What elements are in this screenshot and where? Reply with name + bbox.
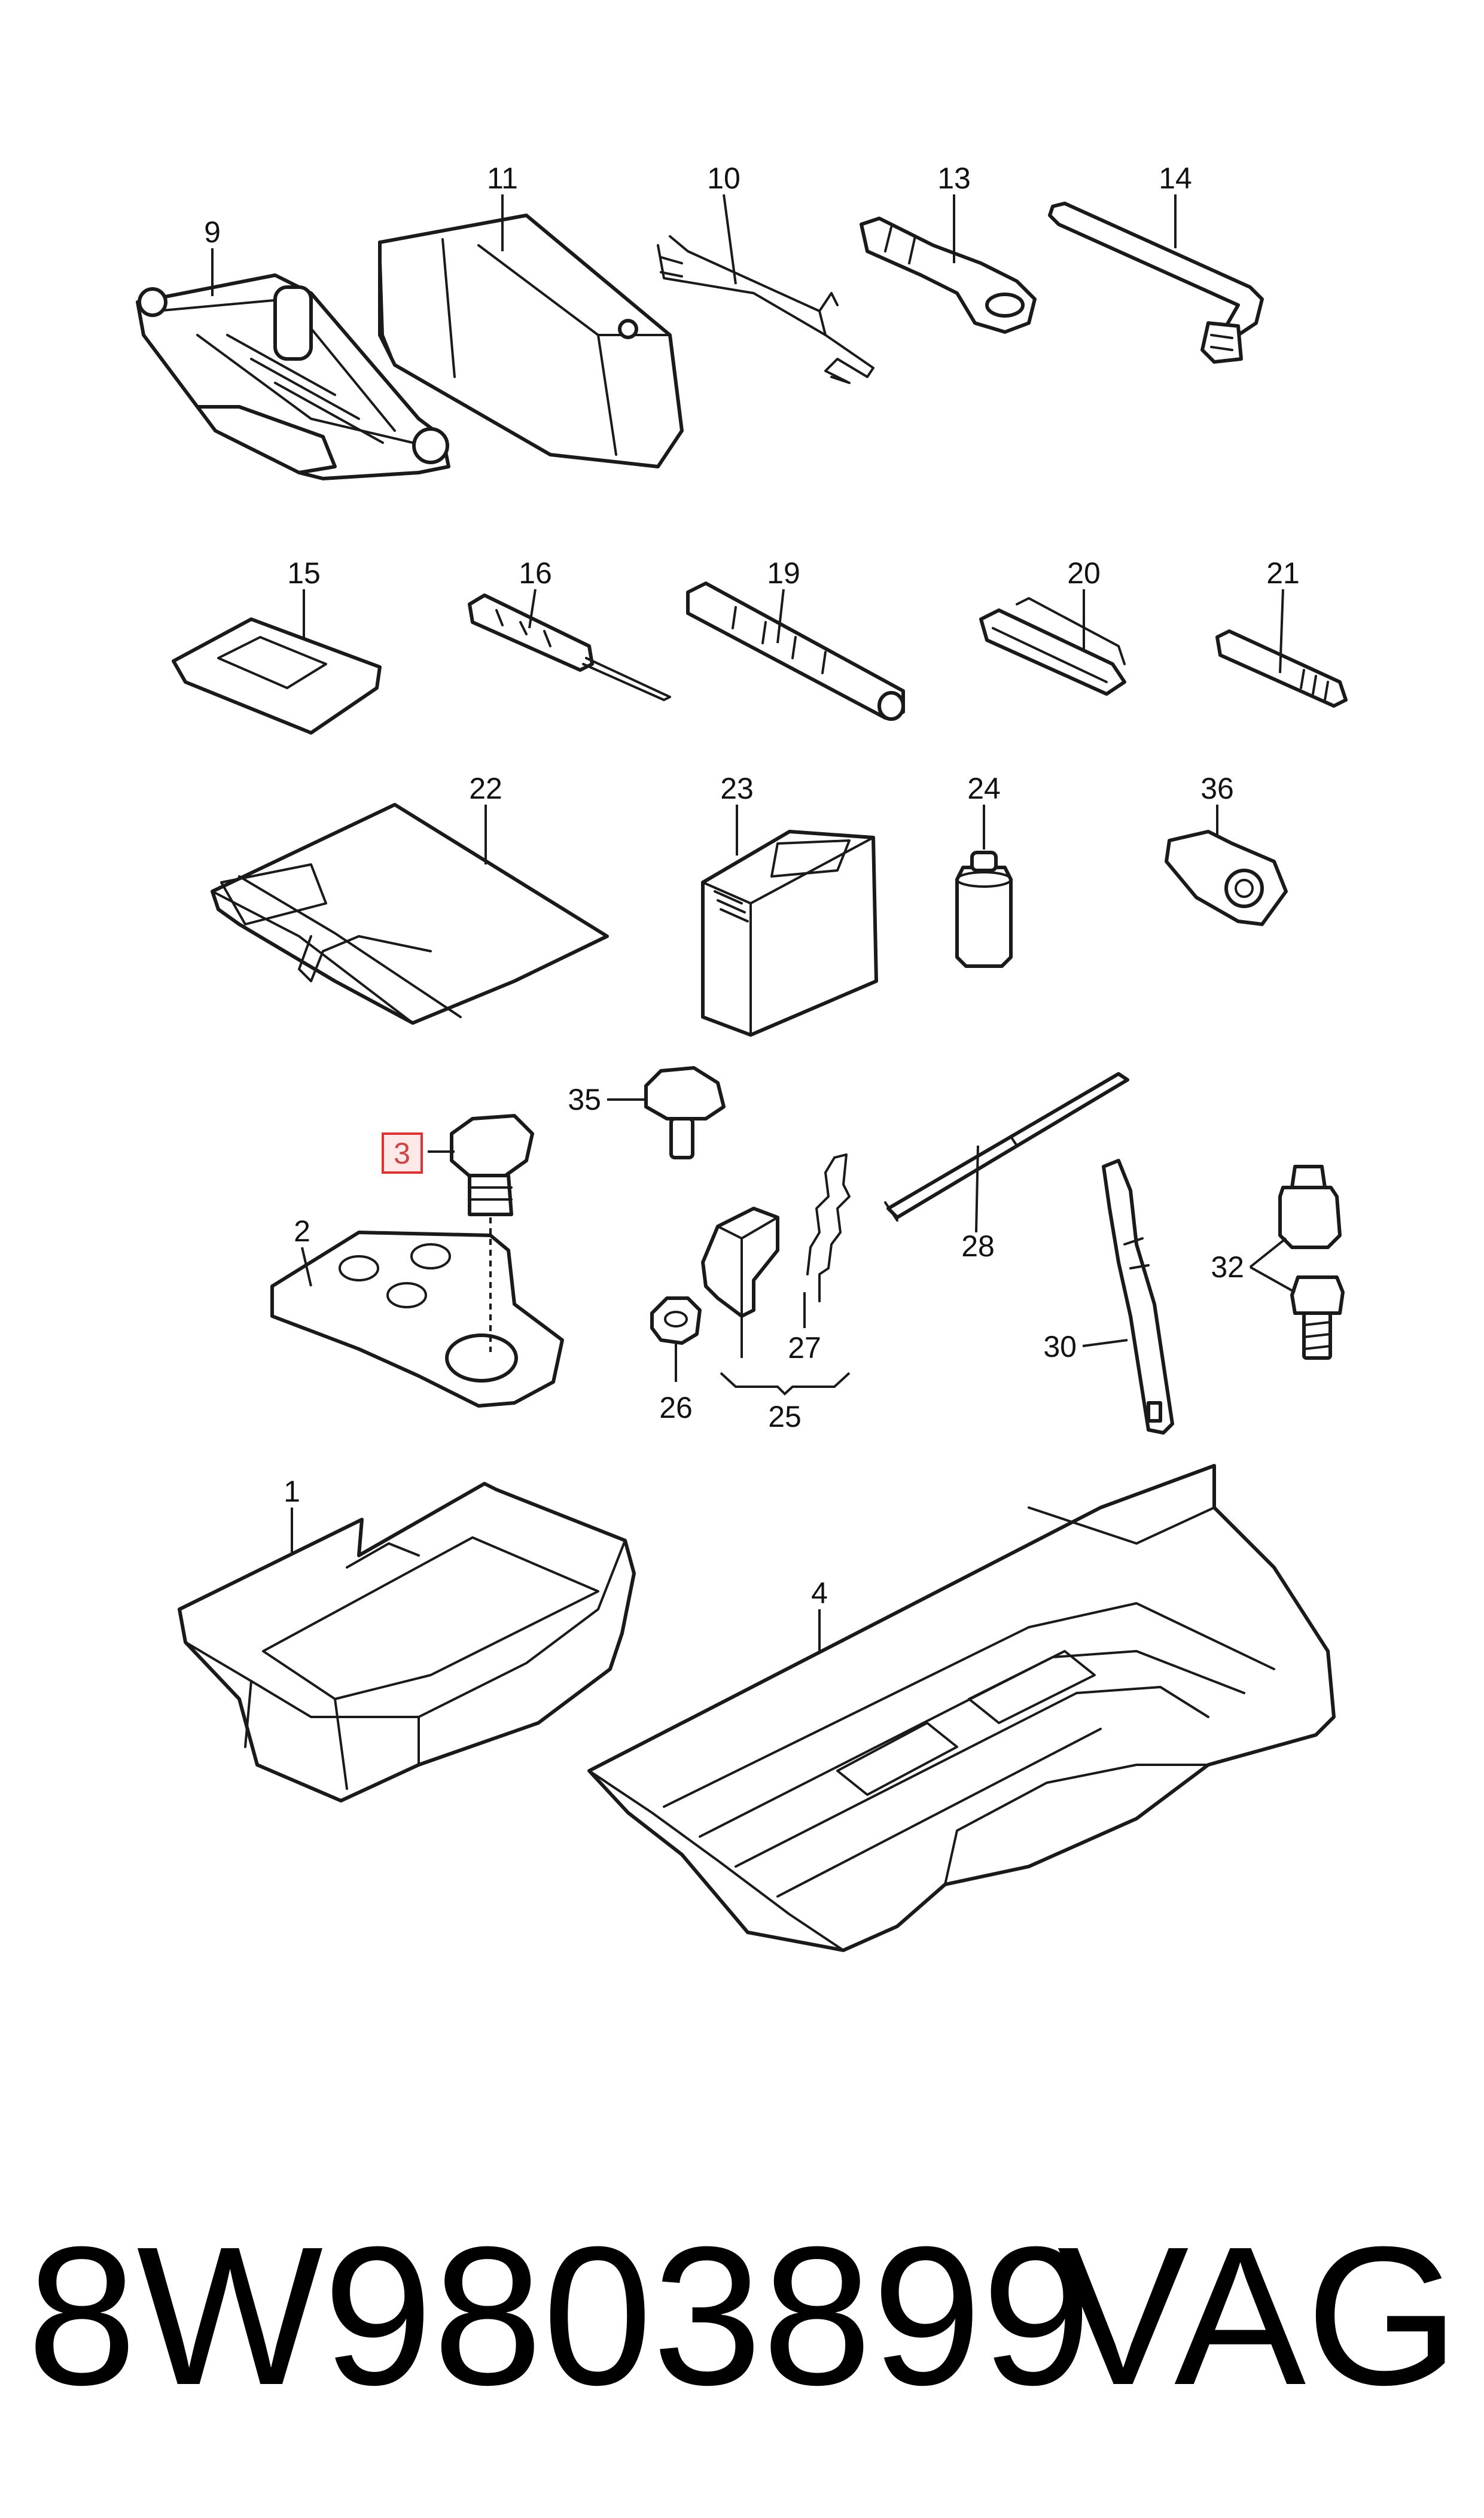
storage-tray-part bbox=[178, 1482, 636, 1803]
callout-15: 15 bbox=[287, 556, 321, 590]
document-folder-part bbox=[211, 803, 609, 1025]
callout-27: 27 bbox=[788, 1331, 821, 1365]
callout-20: 20 bbox=[1067, 556, 1101, 590]
rod-part bbox=[884, 1072, 1129, 1222]
callout-3-highlight-box[interactable] bbox=[382, 1132, 423, 1174]
screwdriver-part bbox=[468, 593, 671, 701]
wheel-bolt-part bbox=[1290, 1275, 1345, 1360]
callout-30: 30 bbox=[1043, 1330, 1077, 1363]
brand-text: VAG bbox=[1058, 2205, 1459, 2426]
tool-bag-part bbox=[378, 214, 684, 468]
bottle-part bbox=[955, 851, 1013, 968]
adapter-part bbox=[1165, 830, 1288, 926]
lock-socket-part bbox=[1278, 1165, 1342, 1249]
callout-26: 26 bbox=[659, 1391, 693, 1424]
callout-11: 11 bbox=[487, 162, 518, 195]
callout-1: 1 bbox=[284, 1475, 300, 1508]
pad-part bbox=[172, 617, 382, 735]
part-number-text: 8W9803899 bbox=[27, 2205, 1092, 2426]
mount-plate-part bbox=[270, 1231, 564, 1408]
floor-insert-part bbox=[587, 1464, 1336, 1952]
callout-25: 25 bbox=[768, 1400, 802, 1433]
jack-handle-part bbox=[1102, 1159, 1174, 1435]
callout-23: 23 bbox=[720, 772, 754, 805]
spring-clip-part bbox=[806, 1153, 851, 1302]
socket-extension-part bbox=[686, 581, 905, 721]
callout-22: 22 bbox=[469, 772, 502, 805]
knob-bolt-part bbox=[644, 1066, 726, 1159]
callout-10: 10 bbox=[707, 162, 741, 195]
callout-32: 32 bbox=[1211, 1250, 1244, 1284]
wheel-wrench-part bbox=[1048, 202, 1264, 364]
callout-35: 35 bbox=[568, 1083, 601, 1116]
callout-2: 2 bbox=[294, 1214, 310, 1248]
callout-19: 19 bbox=[767, 556, 800, 590]
holder-bracket-part bbox=[701, 1207, 779, 1318]
callout-28: 28 bbox=[961, 1229, 995, 1263]
callout-9: 9 bbox=[204, 215, 221, 249]
pin-part bbox=[1215, 629, 1348, 708]
towing-eye-part bbox=[860, 217, 1037, 334]
callout-21: 21 bbox=[1266, 556, 1300, 590]
nut-part bbox=[650, 1296, 702, 1345]
callout-14: 14 bbox=[1159, 162, 1192, 195]
callout-3[interactable]: 3 bbox=[394, 1137, 410, 1170]
callout-16: 16 bbox=[519, 556, 552, 590]
clip-tool-part bbox=[979, 597, 1126, 696]
callout-36: 36 bbox=[1200, 772, 1234, 805]
callout-24: 24 bbox=[967, 772, 1001, 805]
retaining-knob-part bbox=[450, 1114, 534, 1216]
scissor-jack-part bbox=[136, 273, 450, 480]
first-aid-kit-part bbox=[701, 830, 878, 1037]
callout-13: 13 bbox=[937, 162, 971, 195]
callout-4: 4 bbox=[811, 1576, 828, 1610]
hook-bracket-part bbox=[657, 235, 874, 384]
